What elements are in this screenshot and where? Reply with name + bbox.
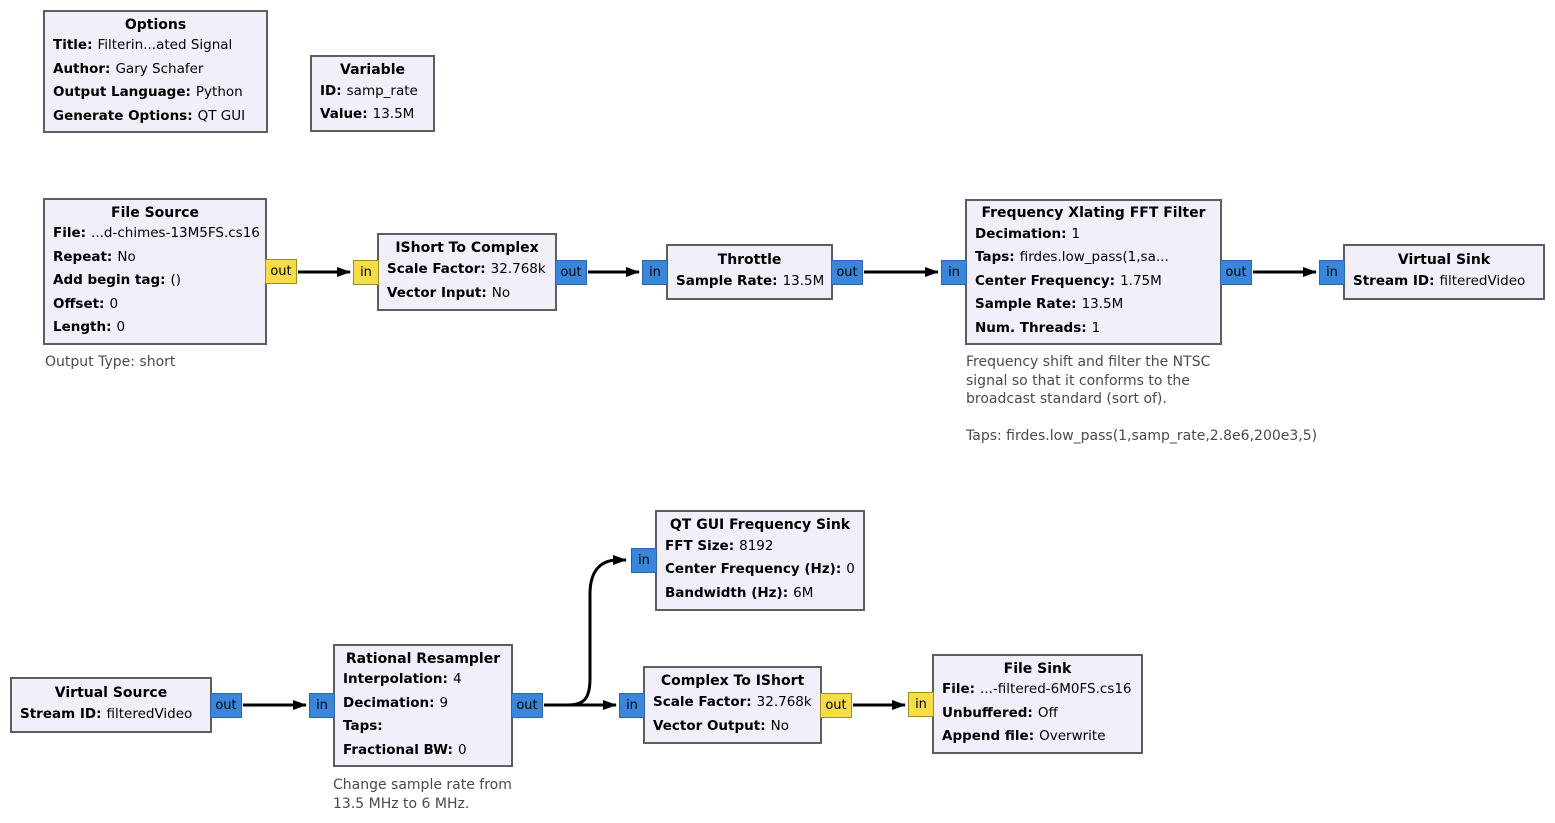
block-title: QT GUI Frequency Sink xyxy=(669,516,851,533)
port-out[interactable]: out xyxy=(555,259,587,285)
param-num-threads: Num. Threads:1 xyxy=(975,319,1101,336)
block-title: File Sink xyxy=(1003,660,1072,677)
block-title: Frequency Xlating FFT Filter xyxy=(981,205,1206,222)
param-id: ID:samp_rate xyxy=(320,82,418,99)
block-virtual-sink[interactable]: Virtual Sink Stream ID:filteredVideo in xyxy=(1319,244,1545,300)
param-scale-factor: Scale Factor:32.768k xyxy=(387,261,546,277)
port-out[interactable]: out xyxy=(210,692,242,718)
port-in[interactable]: in xyxy=(619,692,645,718)
param-offset: Offset:0 xyxy=(53,295,119,312)
param-append-file: Append file:Overwrite xyxy=(942,728,1106,745)
block-title: File Source xyxy=(111,204,199,221)
param-bandwidth-hz: Bandwidth (Hz):6M xyxy=(665,585,814,602)
block-title: Variable xyxy=(340,61,405,78)
param-unbuffered: Unbuffered:Off xyxy=(942,704,1058,721)
block-title: Virtual Sink xyxy=(1397,251,1491,268)
param-scale-factor: Scale Factor:32.768k xyxy=(653,694,812,710)
param-output-language: Output Language:Python xyxy=(53,84,243,100)
port-in[interactable]: in xyxy=(642,259,668,285)
block-title: Complex To IShort xyxy=(660,673,805,689)
param-sample-rate: Sample Rate:13.5M xyxy=(975,296,1124,313)
block-title: Options xyxy=(124,16,187,33)
param-vector-output: Vector Output:No xyxy=(653,718,789,734)
param-interpolation: Interpolation:4 xyxy=(343,671,462,687)
port-out[interactable]: out xyxy=(1220,259,1252,285)
block-qt-gui-frequency-sink[interactable]: QT GUI Frequency Sink FFT Size:8192 Cent… xyxy=(631,510,865,611)
port-in[interactable]: in xyxy=(631,548,657,573)
connection-rational-resampler-to-qt-gui-frequency-sink[interactable] xyxy=(544,555,627,707)
param-length: Length:0 xyxy=(53,319,126,336)
param-author: Author:Gary Schafer xyxy=(53,60,204,77)
param-stream-id: Stream ID:filteredVideo xyxy=(1353,273,1526,290)
param-title: Title:Filterin...ated Signal xyxy=(53,37,233,53)
port-in[interactable]: in xyxy=(309,693,335,718)
port-out[interactable]: out xyxy=(511,693,543,718)
param-repeat: Repeat:No xyxy=(53,248,136,265)
block-throttle[interactable]: Throttle Sample Rate:13.5M in out xyxy=(642,244,863,300)
comment-output-type: Output Type: short xyxy=(45,354,176,370)
param-file: File:...-filtered-6M0FS.cs16 xyxy=(942,681,1132,698)
param-taps: Taps:firdes.low_pass(1,sa... xyxy=(975,249,1169,266)
port-in[interactable]: in xyxy=(1319,259,1345,285)
port-in[interactable]: in xyxy=(353,259,379,285)
comment-rational-resampler: Change sample rate from 13.5 MHz to 6 MH… xyxy=(333,777,512,812)
port-out[interactable]: out xyxy=(831,259,863,285)
port-out[interactable]: out xyxy=(820,692,852,718)
param-file: File:...d-chimes-13M5FS.cs16 xyxy=(53,225,260,242)
block-title: Virtual Source xyxy=(54,684,168,701)
param-decimation: Decimation:1 xyxy=(975,225,1081,242)
block-virtual-source[interactable]: Virtual Source Stream ID:filteredVideo o… xyxy=(10,677,242,733)
param-decimation: Decimation:9 xyxy=(343,694,449,711)
block-frequency-xlating-fft-filter[interactable]: Frequency Xlating FFT Filter Decimation:… xyxy=(941,199,1252,345)
param-taps: Taps: xyxy=(343,718,383,734)
param-generate-options: Generate Options:QT GUI xyxy=(53,107,246,124)
param-fractional-bw: Fractional BW:0 xyxy=(343,741,467,758)
block-title: IShort To Complex xyxy=(395,240,539,256)
block-rational-resampler[interactable]: Rational Resampler Interpolation:4 Decim… xyxy=(309,644,543,767)
param-stream-id: Stream ID:filteredVideo xyxy=(20,706,193,723)
param-center-frequency: Center Frequency:1.75M xyxy=(975,272,1162,289)
param-center-frequency-hz: Center Frequency (Hz):0 xyxy=(665,561,855,578)
port-in[interactable]: in xyxy=(908,691,934,717)
port-out[interactable]: out xyxy=(265,259,297,284)
block-file-sink[interactable]: File Sink File:...-filtered-6M0FS.cs16 U… xyxy=(908,654,1143,754)
block-variable[interactable]: Variable ID:samp_rate Value:13.5M xyxy=(310,55,435,132)
param-sample-rate: Sample Rate:13.5M xyxy=(676,273,825,290)
block-complex-to-ishort[interactable]: Complex To IShort Scale Factor:32.768k V… xyxy=(619,666,852,744)
block-title: Rational Resampler xyxy=(345,650,501,667)
block-options[interactable]: Options Title:Filterin...ated Signal Aut… xyxy=(43,10,268,133)
block-file-source[interactable]: File Source File:...d-chimes-13M5FS.cs16… xyxy=(43,198,297,345)
block-title: Throttle xyxy=(717,251,782,268)
block-ishort-to-complex[interactable]: IShort To Complex Scale Factor:32.768k V… xyxy=(353,233,587,311)
param-vector-input: Vector Input:No xyxy=(387,285,511,301)
param-value: Value:13.5M xyxy=(320,106,415,123)
param-add-begin-tag: Add begin tag:() xyxy=(53,272,182,289)
port-in[interactable]: in xyxy=(941,259,967,285)
comment-freq-xlating: Frequency shift and filter the NTSC sign… xyxy=(966,354,1318,444)
param-fft-size: FFT Size:8192 xyxy=(665,537,774,554)
